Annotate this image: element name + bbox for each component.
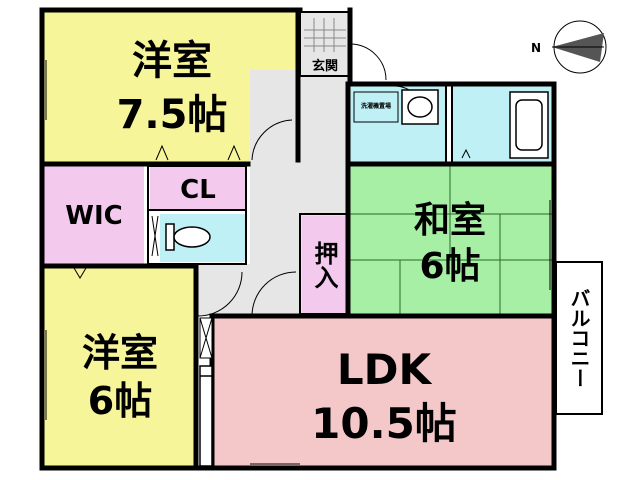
storage-marks	[151, 215, 213, 359]
toilet-icon	[165, 223, 211, 251]
japanese-room-size: 6帖	[419, 246, 480, 287]
balcony-area	[555, 261, 603, 415]
closet-door-marks	[73, 144, 471, 279]
north-arrow-icon	[552, 20, 607, 74]
kitchen-counter	[199, 365, 213, 467]
western-room-1-name: 洋室	[132, 38, 212, 84]
laundry-label: 洗濯機置場	[361, 102, 391, 110]
entrance-label: 玄関	[312, 58, 338, 74]
thin-walls	[147, 11, 453, 315]
cl-label: CL	[180, 175, 216, 205]
compass-north-label: N	[531, 41, 541, 55]
western-room-2-area	[44, 268, 194, 466]
wic-label: WIC	[65, 201, 122, 231]
cl-area	[150, 166, 246, 210]
japanese-room-area	[350, 166, 552, 314]
western-room-1-size: 7.5帖	[117, 92, 228, 138]
entrance-area	[300, 12, 350, 76]
bathtub-icon	[509, 91, 549, 159]
western-room-2-size: 6帖	[88, 379, 152, 423]
japanese-room-name: 和室	[414, 200, 486, 241]
hallway-lower-area	[198, 264, 302, 316]
door-swings	[197, 43, 425, 317]
ldk-name: LDK	[337, 345, 433, 394]
ldk-area	[214, 318, 552, 466]
oshiire-label: 押入	[310, 241, 338, 289]
laundry-box	[353, 91, 399, 123]
ldk-size: 10.5帖	[311, 399, 457, 448]
balcony-label: バルコニー	[567, 288, 591, 388]
western-room-2-name: 洋室	[82, 331, 158, 375]
wic-area	[44, 166, 144, 264]
oshiire-area	[302, 216, 346, 314]
tatami-lines	[350, 166, 552, 314]
washbasin-icon	[401, 89, 439, 125]
entrance-grid	[304, 18, 346, 52]
window-marks	[45, 60, 551, 465]
